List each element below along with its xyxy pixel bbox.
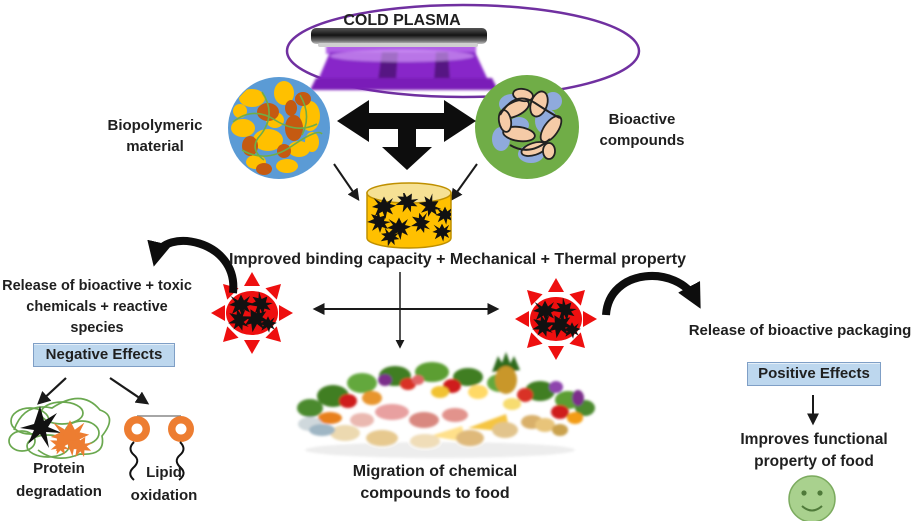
improves-functional-label: Improves functional property of food [740,431,888,471]
biopolymeric-label: Biopolymeric material [107,117,203,155]
negative-split-arrow-right [109,377,150,405]
bioactive-label: Bioactive compounds [599,111,685,149]
food-pile-image [297,352,595,458]
plasma-exposure-arrow [337,100,476,170]
negative-effects-box: Negative Effects [33,343,175,367]
smiley-face-icon [788,475,836,521]
protein-degradation-label: Protein degradation [16,460,102,500]
migration-label: Migration of chemical compounds to food [352,463,518,503]
biopolymeric-circle-icon [228,77,330,179]
treated-material-cylinder-icon [366,182,452,249]
reactive-species-sun-left-icon [211,272,293,354]
positive-effects-box: Positive Effects [747,362,881,386]
negative-split-arrow-left [37,377,67,405]
positive-curved-arrow [602,272,701,316]
lipid-oxidation-label: Lipid oxidation [130,464,198,504]
reactive-species-sun-right-icon [515,278,597,360]
cold-plasma-ellipse [285,3,641,99]
arrow-right-to-cylinder [450,163,478,201]
protein-degradation-icon [8,397,111,463]
negative-curved-arrow [147,237,238,294]
cold-plasma-device-icon [310,28,498,90]
lipid-oxidation-icon [124,415,194,481]
negative-release-label: Release of bioactive + toxic chemicals +… [2,278,192,337]
arrow-left-to-cylinder [333,163,360,201]
cold-plasma-title: COLD PLASMA [343,12,461,29]
positive-release-label: Release of bioactive packaging [688,322,912,339]
bioactive-circle-icon [475,75,579,179]
improved-properties-label: Improved binding capacity + Mechanical +… [228,251,686,268]
